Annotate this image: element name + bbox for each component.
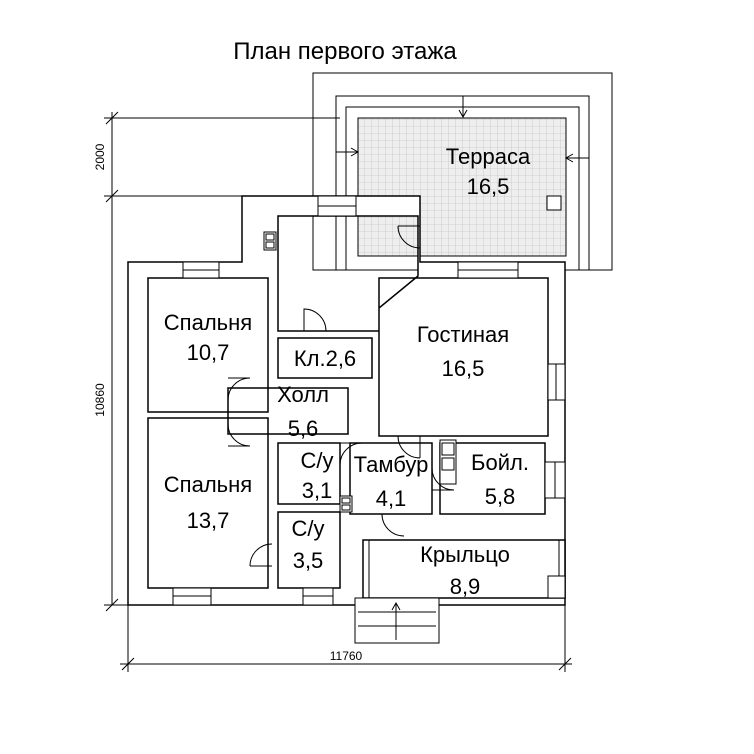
room-labels: Терраса 16,5 Спальня 10,7 Кл.2,6 Гостина…	[164, 144, 531, 599]
porch-area: 8,9	[450, 574, 481, 599]
porch	[354, 539, 566, 644]
terrace	[312, 72, 613, 271]
terrace-area: 16,5	[467, 174, 510, 199]
terrace-name: Терраса	[446, 144, 531, 169]
bath2-name: С/у	[292, 516, 325, 541]
porch-name: Крыльцо	[420, 542, 510, 567]
hall-name: Холл	[277, 382, 329, 407]
windows	[172, 195, 566, 606]
bath1-area: 3,1	[302, 478, 333, 503]
bedroom2-area: 13,7	[187, 508, 230, 533]
bedroom1-area: 10,7	[187, 340, 230, 365]
doors	[227, 225, 455, 567]
dim-total-height: 10860	[93, 383, 107, 417]
living-name: Гостиная	[417, 322, 509, 347]
ventilation-ducts	[263, 231, 457, 513]
dim-total-width: 11760	[330, 649, 363, 663]
bedroom1-name: Спальня	[164, 310, 252, 335]
boiler-name: Бойл.	[471, 450, 529, 475]
plan-title: План первого этажа	[233, 38, 457, 65]
boiler-area: 5,8	[485, 484, 516, 509]
bath1-name: С/у	[301, 448, 334, 473]
dimension-lines	[104, 111, 572, 672]
dim-terrace-depth: 2000	[93, 143, 107, 170]
closet-label: Кл.2,6	[294, 346, 356, 371]
bedroom2-name: Спальня	[164, 472, 252, 497]
hall-area: 5,6	[288, 416, 319, 441]
terrace-post	[546, 195, 562, 211]
vestibule-area: 4,1	[376, 486, 407, 511]
bath2-area: 3,5	[293, 548, 324, 573]
living-area: 16,5	[442, 356, 485, 381]
vestibule-name: Тамбур	[354, 452, 429, 477]
